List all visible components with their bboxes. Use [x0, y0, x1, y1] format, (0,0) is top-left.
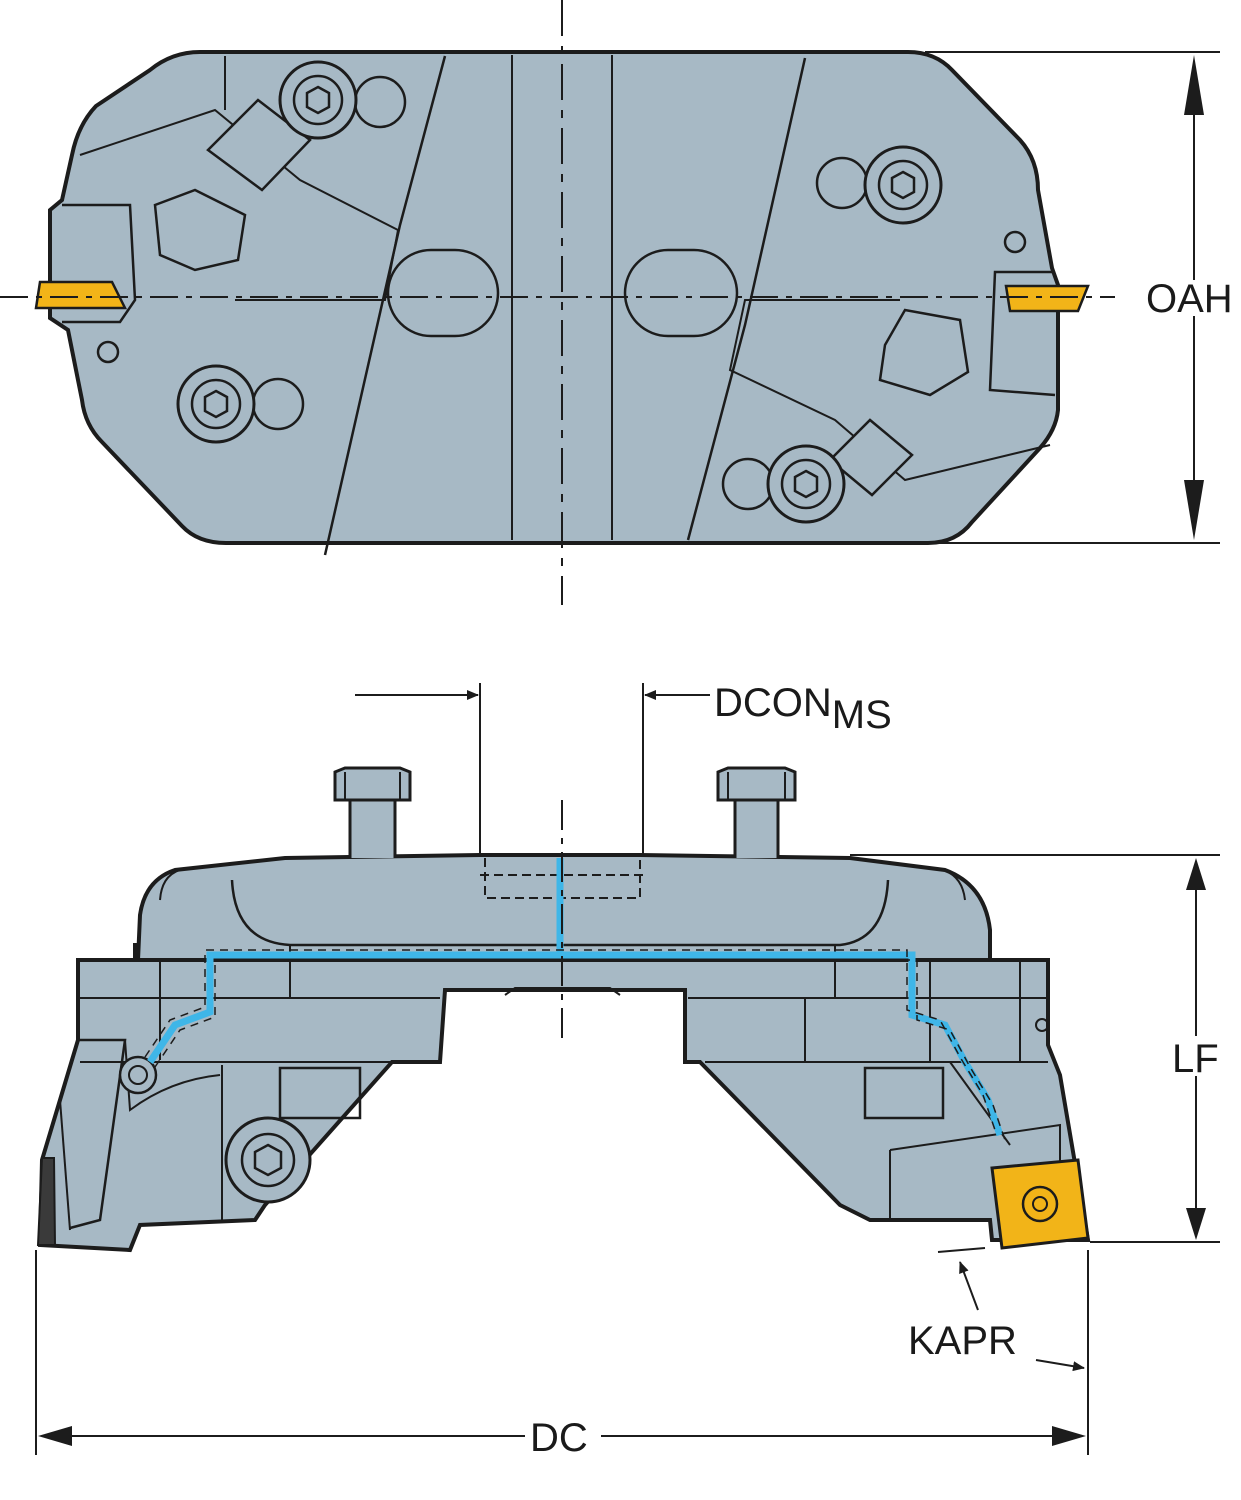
kapr-leader-top	[959, 1261, 979, 1311]
left-bolt	[333, 766, 412, 858]
screw-top-2	[815, 145, 943, 225]
screw-top-3	[176, 364, 305, 444]
screw-top-1	[278, 60, 407, 140]
left-side-insert	[36, 1157, 57, 1246]
right-bolt	[716, 766, 797, 858]
dcon-label: DCONMS	[714, 681, 892, 737]
kapr-leader-right	[1035, 1359, 1085, 1372]
right-pocket	[686, 57, 807, 541]
oah-label: OAH	[1146, 277, 1233, 321]
left-insert	[34, 280, 128, 310]
lf-label: LF	[1172, 1037, 1219, 1081]
side-view: DCONMS LF KAPR DC	[35, 681, 1230, 1460]
side-screw-left	[224, 1116, 312, 1204]
left-pocket	[323, 55, 447, 556]
top-view: OAH	[0, 0, 1240, 605]
screw-top-4	[721, 444, 846, 524]
dc-label: DC	[530, 1416, 588, 1460]
side-upper-body	[135, 853, 992, 962]
side-small-screw	[118, 1055, 158, 1095]
coolant-channel	[144, 858, 1006, 1141]
side-right-insert	[990, 1158, 1090, 1250]
right-insert	[1004, 284, 1090, 313]
left-clamp	[206, 98, 312, 192]
right-slot	[623, 248, 739, 338]
kapr-label: KAPR	[908, 1319, 1017, 1363]
left-slot	[386, 248, 500, 338]
right-clamp	[828, 418, 914, 497]
